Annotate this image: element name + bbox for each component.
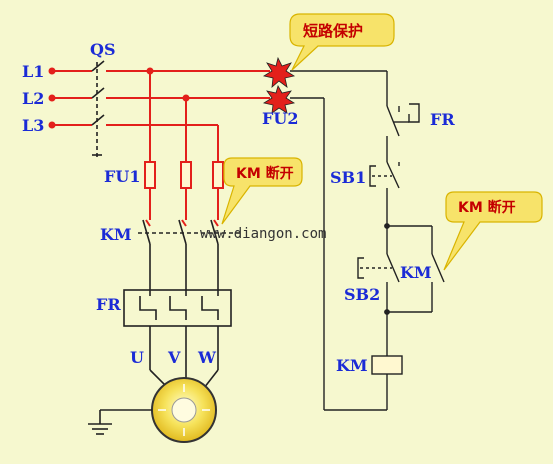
- label-fu1: FU1: [104, 167, 140, 186]
- label-fr-block: FR: [96, 295, 121, 314]
- watermark: www.diangon.com: [200, 226, 326, 242]
- motor: [151, 377, 217, 443]
- power-drops: [144, 67, 224, 227]
- label-km-hold: KM: [400, 263, 432, 282]
- label-l2: L2: [22, 89, 44, 108]
- label-km-coil: KM: [336, 356, 368, 375]
- callout-km-open-left: KM 断开: [221, 157, 303, 225]
- qs-switch: [91, 60, 105, 158]
- callout-km-open-left-text: KM 断开: [236, 165, 294, 182]
- ground-symbol: [88, 409, 152, 435]
- label-sb2: SB2: [344, 285, 380, 304]
- label-w: W: [197, 348, 217, 367]
- main-contacts: [138, 219, 240, 290]
- fr-thermal-block: [123, 289, 232, 389]
- callout-short-circuit: 短路保护: [289, 13, 395, 71]
- label-km-contacts: KM: [100, 225, 132, 244]
- label-l1: L1: [22, 62, 44, 81]
- label-sb1: SB1: [330, 168, 366, 187]
- fu2-fuses: [262, 56, 296, 114]
- label-qs: QS: [90, 40, 116, 59]
- label-v: V: [167, 348, 181, 367]
- label-fr-contact: FR: [430, 110, 455, 129]
- label-u: U: [130, 348, 144, 367]
- label-fu2: FU2: [262, 109, 298, 128]
- callout-km-open-right: KM 断开: [443, 191, 543, 271]
- control-wiring: [290, 70, 445, 411]
- power-lines: [48, 67, 270, 129]
- callout-short-circuit-text: 短路保护: [303, 22, 363, 40]
- label-l3: L3: [22, 116, 44, 135]
- callout-km-open-right-text: KM 断开: [458, 199, 516, 216]
